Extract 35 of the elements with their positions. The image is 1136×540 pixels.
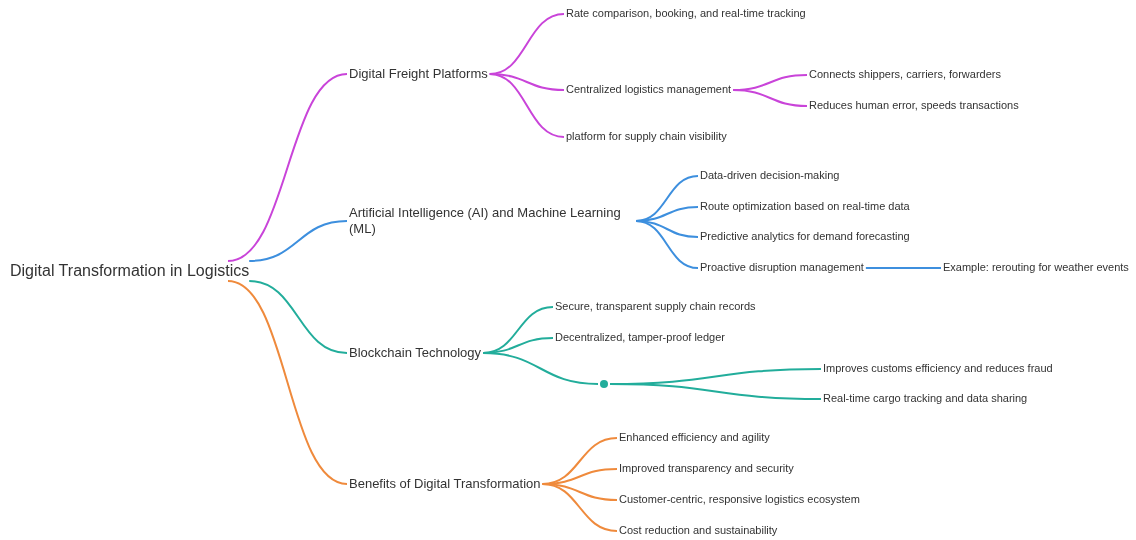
topic-label: Real-time cargo tracking and data sharing [823, 392, 1028, 406]
topic-label: Benefits of Digital Transformation [349, 475, 541, 493]
topic-label: Proactive disruption management [700, 261, 864, 275]
topic-label: Data-driven decision-making [700, 169, 840, 183]
topic-label: Rate comparison, booking, and real-time tracking [566, 7, 806, 21]
topic-label: Predictive analytics for demand forecasting [700, 230, 910, 244]
branch-line [248, 280, 348, 354]
topic-label: platform for supply chain visibility [566, 130, 727, 144]
topic-label: Customer-centric, responsive logistics ecosystem [619, 493, 860, 507]
topic-label: Example: rerouting for weather events [943, 261, 1129, 275]
topic-label: Cost reduction and sustainability [619, 524, 778, 538]
branch-line [227, 280, 348, 485]
branch-line [248, 220, 348, 262]
topic-label: Improves customs efficiency and reduces fraud [823, 362, 1053, 376]
topic-label: Route optimization based on real-time data [700, 200, 910, 214]
branch-line [864, 267, 942, 269]
topic-label: Blockchain Technology [349, 344, 481, 362]
topic-label: Connects shippers, carriers, forwarders [809, 68, 1001, 82]
branch-line [541, 483, 618, 532]
topic-label: Secure, transparent supply chain records [555, 300, 756, 314]
topic-label: Artificial Intelligence (AI) and Machine Learning (ML) [349, 204, 634, 238]
junction-dot [600, 380, 608, 388]
branch-line [635, 220, 699, 269]
topic-label: Reduces human error, speeds transactions [809, 99, 1019, 113]
topic-label: Enhanced efficiency and agility [619, 431, 770, 445]
branch-line [482, 352, 599, 385]
branch-line [732, 89, 808, 107]
topic-label: Digital Freight Platforms [349, 65, 488, 83]
branch-line [488, 73, 565, 138]
topic-label: Improved transparency and security [619, 462, 794, 476]
topic-label: Decentralized, tamper-proof ledger [555, 331, 725, 345]
branch-line [609, 383, 822, 400]
central-topic: Digital Transformation in Logistics [10, 261, 250, 281]
topic-label: Centralized logistics management [566, 83, 732, 97]
branch-line [227, 73, 348, 262]
